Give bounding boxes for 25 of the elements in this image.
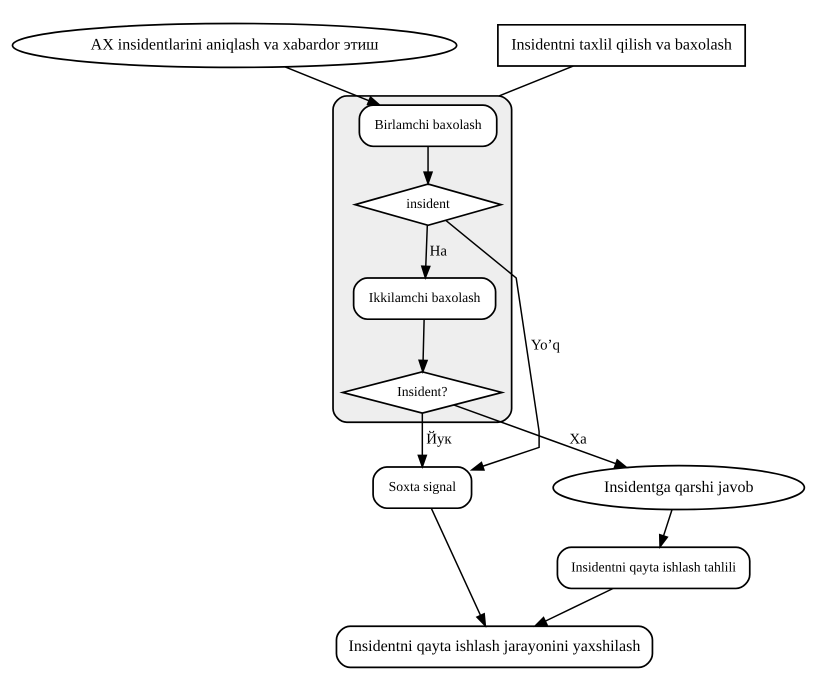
connector <box>498 65 574 97</box>
edge-label: Йук <box>426 431 452 448</box>
node-diamond: Insident? <box>339 370 506 414</box>
arrow <box>422 146 434 186</box>
arrow <box>454 404 629 468</box>
node-box: Birlamchi baxolash <box>358 104 498 148</box>
node-box: Insidentni taxlil qilish va baxolash <box>497 24 746 67</box>
node-ellipse: Insidentga qarshi javob <box>552 464 806 510</box>
arrow <box>532 588 614 628</box>
arrow <box>420 225 431 280</box>
edge-label: Yo’q <box>530 337 560 354</box>
arrow <box>430 508 486 628</box>
node-ellipse: AX insidentlarini aniqlash va xabardor этиш <box>12 22 458 68</box>
arrow <box>417 413 428 470</box>
node-box: Ikkilamchi baxolash <box>352 277 496 320</box>
arrow <box>418 320 428 374</box>
node-box: Soxta signal <box>372 466 472 510</box>
arrow <box>658 509 673 549</box>
arrow <box>284 66 382 106</box>
edge-label: Ha <box>430 244 448 260</box>
node-diamond: insident <box>352 183 504 226</box>
edge-label: Ха <box>569 431 587 448</box>
node-box: Insidentni qayta ishlash jarayonini yaxshilash <box>336 625 654 668</box>
node-box: Insidentni qayta ishlash tahlili <box>556 546 751 590</box>
arrow <box>445 220 540 471</box>
